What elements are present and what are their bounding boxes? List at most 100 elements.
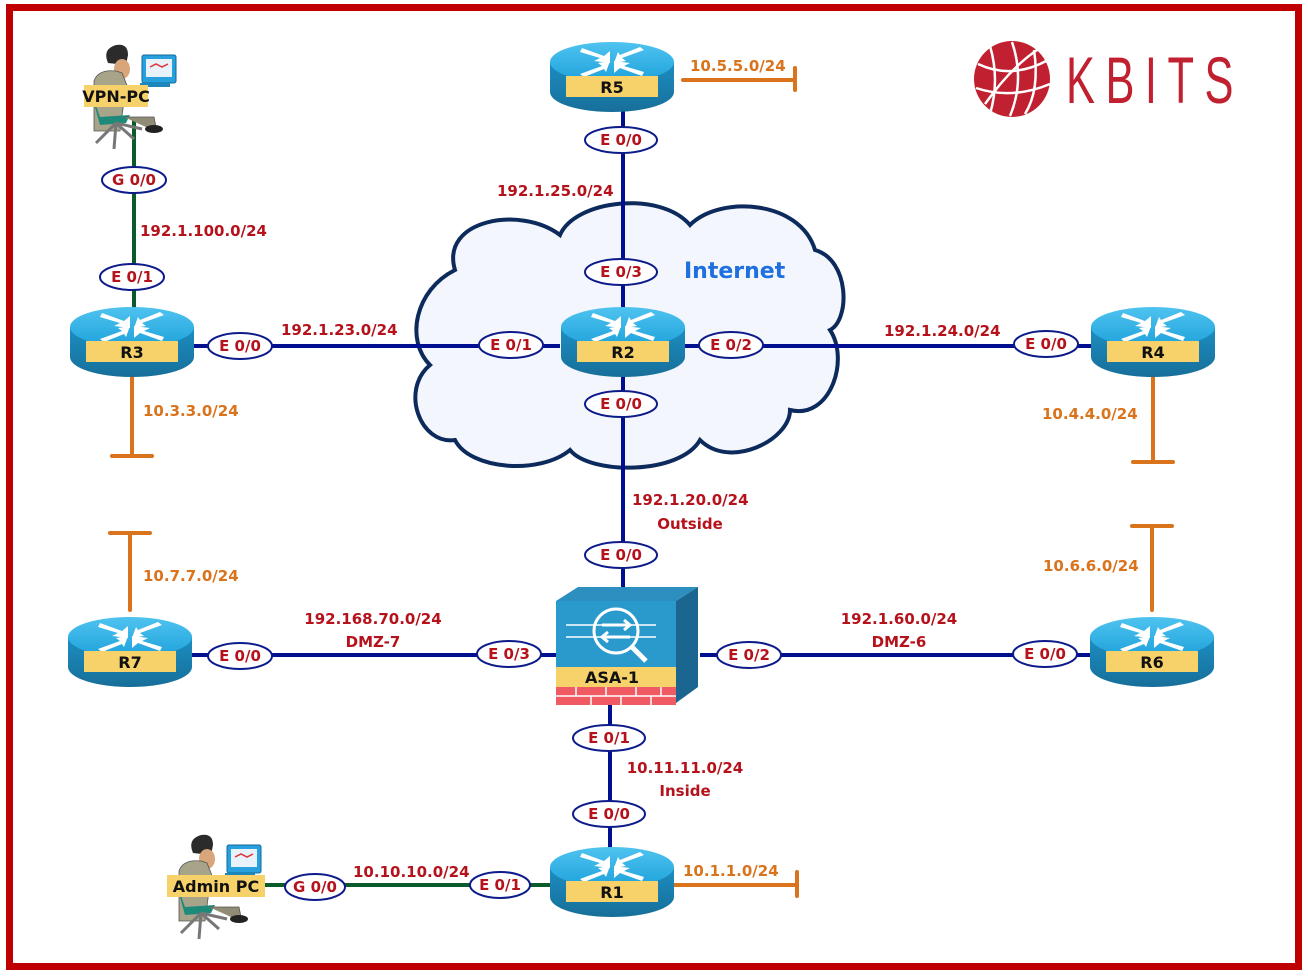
interface-ellipse	[698, 331, 764, 359]
interface-ellipse	[584, 541, 658, 569]
interface-label: E 0/0	[600, 131, 642, 149]
subnet-label: 192.1.60.0/24	[841, 610, 958, 628]
subnet-label: 10.11.11.0/24	[627, 759, 744, 777]
router-r3[interactable]: R3	[70, 307, 194, 377]
if-r5-e00-interface: E 0/0	[584, 126, 658, 154]
device-label: R3	[120, 343, 143, 362]
interface-label: E 0/1	[111, 268, 153, 286]
lan-label: 10.6.6.0/24	[1043, 557, 1139, 575]
globe-icon	[974, 41, 1051, 117]
interface-ellipse	[1013, 330, 1079, 358]
interface-ellipse	[1012, 640, 1078, 668]
brand-name: KBITS	[1066, 43, 1244, 117]
if-r2-e03-interface: E 0/3	[584, 258, 658, 286]
interface-ellipse	[476, 640, 542, 668]
interface-ellipse	[284, 873, 346, 901]
firewall-asa-1[interactable]: ASA-1	[556, 587, 698, 705]
pc-vpn-pc[interactable]: VPN-PC	[82, 43, 178, 151]
device-label: R1	[600, 883, 623, 902]
if-adminpc-g00-interface: G 0/0	[284, 873, 346, 901]
lan-stub-r3	[110, 368, 154, 458]
lan-stub-r4	[1131, 368, 1175, 464]
device-label: R7	[118, 653, 141, 672]
interface-label: E 0/0	[600, 546, 642, 564]
router-r2[interactable]: R2	[561, 307, 685, 377]
if-asa-e01-interface: E 0/1	[572, 724, 646, 752]
kbits-logo: KBITS	[974, 41, 1244, 117]
device-label: R5	[600, 78, 623, 97]
diagram-frame	[6, 4, 1302, 970]
subnet-label: 192.1.24.0/24	[884, 322, 1001, 340]
if-r3-e00-interface: E 0/0	[207, 332, 273, 360]
subnet-label: 192.1.25.0/24	[497, 182, 614, 200]
if-r4-e00-interface: E 0/0	[1013, 330, 1079, 358]
interface-label: E 0/0	[219, 647, 261, 665]
subnet-label: 192.168.70.0/24	[304, 610, 441, 628]
if-r7-e00-interface: E 0/0	[207, 642, 273, 670]
subnet-label: 10.10.10.0/24	[353, 863, 470, 881]
if-r1-e00-interface: E 0/0	[572, 800, 646, 828]
device-label: R2	[611, 343, 634, 362]
interface-label: E 0/0	[1025, 335, 1067, 353]
zone-label: Outside	[657, 515, 723, 533]
interface-label: E 0/0	[1024, 645, 1066, 663]
interface-ellipse	[572, 724, 646, 752]
interface-ellipse	[584, 126, 658, 154]
interface-ellipse	[478, 331, 544, 359]
device-label-bg	[84, 85, 148, 107]
interface-ellipse	[99, 263, 165, 291]
if-r2-e01-interface: E 0/1	[478, 331, 544, 359]
device-label: ASA-1	[585, 668, 639, 687]
zone-label: DMZ-6	[872, 633, 927, 651]
if-vpnpc-g00-interface: G 0/0	[101, 166, 167, 194]
lan-label: 10.5.5.0/24	[690, 57, 786, 75]
lan-label: 10.7.7.0/24	[143, 567, 239, 585]
if-asa-e00-interface: E 0/0	[584, 541, 658, 569]
router-r1[interactable]: R1	[550, 847, 674, 917]
interface-ellipse	[101, 166, 167, 194]
interface-ellipse	[716, 641, 782, 669]
firewall-glyph-icon	[566, 607, 656, 663]
interface-label: E 0/1	[479, 876, 521, 894]
router-r5[interactable]: R5	[550, 42, 674, 112]
interface-label: E 0/1	[588, 729, 630, 747]
interface-label: E 0/0	[600, 395, 642, 413]
device-label-bg	[167, 875, 265, 897]
cloud-label: Internet	[684, 259, 786, 284]
lan-stub-r6	[1130, 524, 1174, 612]
if-r6-e00-interface: E 0/0	[1012, 640, 1078, 668]
pc-admin-pc[interactable]: Admin PC	[167, 833, 265, 941]
subnet-label: 192.1.20.0/24	[632, 491, 749, 509]
device-label: VPN-PC	[82, 87, 150, 106]
interface-label: E 0/1	[490, 336, 532, 354]
interface-label: E 0/3	[600, 263, 642, 281]
router-r4[interactable]: R4	[1091, 307, 1215, 377]
zone-label: DMZ-7	[346, 633, 401, 651]
if-r2-e00-interface: E 0/0	[584, 390, 658, 418]
lan-label: 10.3.3.0/24	[143, 402, 239, 420]
lan-stub-r5	[681, 66, 797, 92]
if-r3-e01-interface: E 0/1	[99, 263, 165, 291]
if-asa-e03-interface: E 0/3	[476, 640, 542, 668]
lan-stub-r1	[670, 870, 799, 898]
if-r1-e01-interface: E 0/1	[469, 871, 531, 899]
interface-label: G 0/0	[112, 171, 156, 189]
interface-ellipse	[207, 642, 273, 670]
interface-ellipse	[584, 258, 658, 286]
router-r7[interactable]: R7	[68, 617, 192, 687]
device-label: R6	[1140, 653, 1163, 672]
interface-label: G 0/0	[293, 878, 337, 896]
router-r6[interactable]: R6	[1090, 617, 1214, 687]
interface-label: E 0/0	[588, 805, 630, 823]
interface-ellipse	[469, 871, 531, 899]
interface-label: E 0/2	[710, 336, 752, 354]
device-label: R4	[1141, 343, 1164, 362]
interface-ellipse	[572, 800, 646, 828]
lan-label: 10.1.1.0/24	[683, 862, 779, 880]
interface-ellipse	[584, 390, 658, 418]
subnet-label: 192.1.23.0/24	[281, 321, 398, 339]
interface-label: E 0/2	[728, 646, 770, 664]
interface-ellipse	[207, 332, 273, 360]
if-asa-e02-interface: E 0/2	[716, 641, 782, 669]
